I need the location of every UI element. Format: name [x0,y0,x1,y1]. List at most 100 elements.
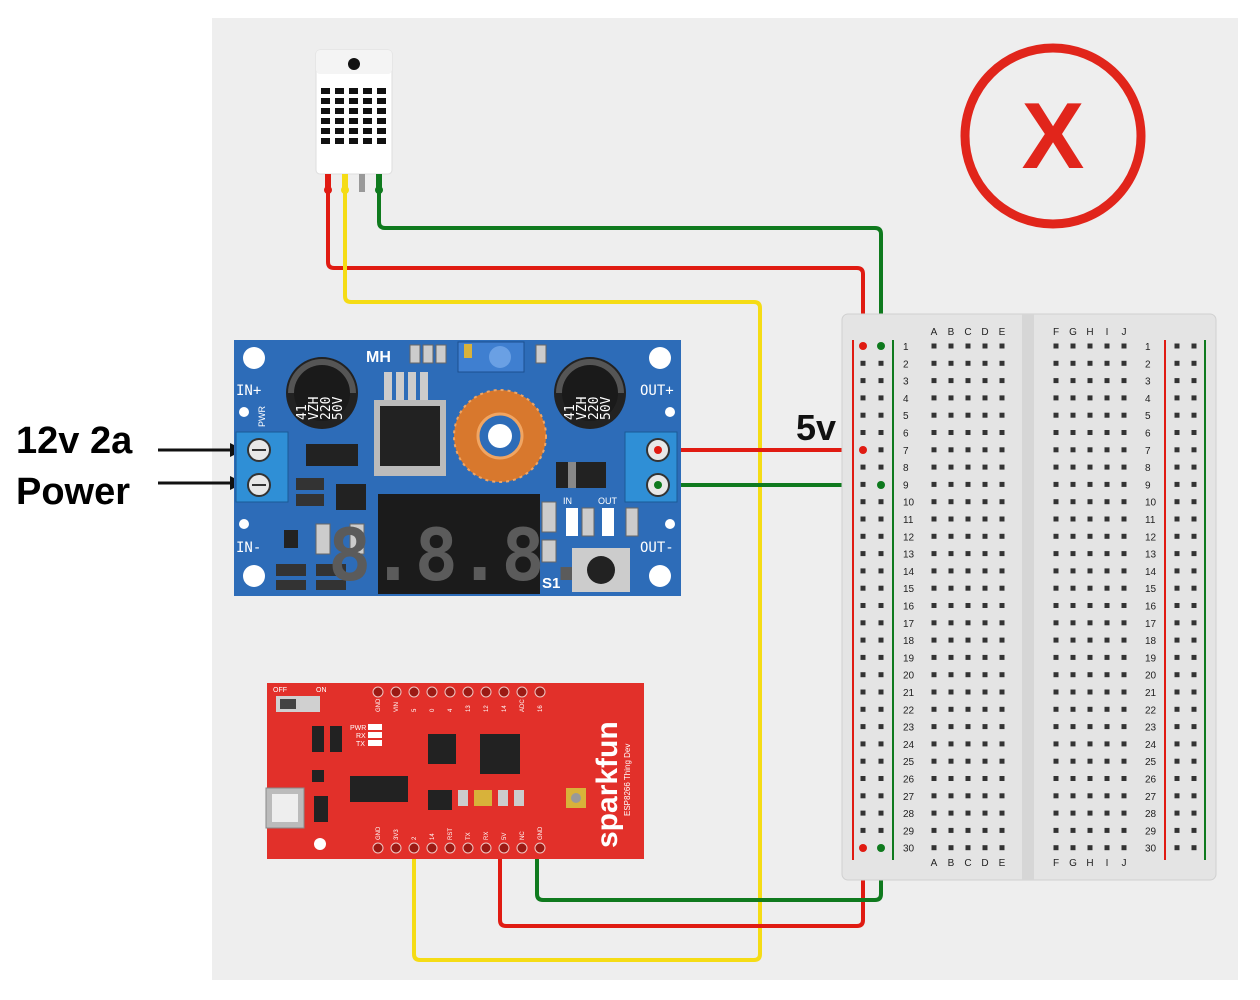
breadboard-hole [1087,689,1093,695]
breadboard-hole [999,412,1005,418]
breadboard-hole [965,343,971,349]
breadboard-hole [1053,568,1059,574]
breadboard-hole [1053,585,1059,591]
breadboard-hole [948,793,954,799]
voltage-label: 5v [796,407,836,448]
buck-display-digits: 8.8.8. [328,513,588,597]
top-pin-label: 4 [448,708,454,712]
thing-gear-icon [314,838,326,850]
breadboard-hole [1053,741,1059,747]
breadboard-hole [1087,585,1093,591]
breadboard-hole [982,776,988,781]
breadboard-hole [878,758,884,764]
breadboard-hole [999,793,1005,799]
breadboard-hole [878,395,884,401]
breadboard-hole [1087,637,1093,643]
breadboard-hole [1070,637,1076,643]
breadboard-hole [860,516,866,522]
breadboard-hole [965,499,971,505]
sensor-vent [321,128,330,134]
breadboard-hole [1104,637,1110,643]
breadboard-hole [965,551,971,557]
breadboard-hole [1191,827,1197,833]
row-number-left: 13 [903,550,915,561]
breadboard-hole [999,810,1005,816]
breadboard-hole [982,447,988,453]
breadboard-hole [1104,343,1110,349]
breadboard-hole [999,724,1005,730]
breadboard-hole [931,378,937,384]
header-pin [372,842,384,854]
breadboard-hole [999,568,1005,574]
breadboard-hole [1104,810,1110,816]
breadboard-hole [1104,447,1110,453]
breadboard-hole [948,845,954,851]
breadboard-hole [982,533,988,539]
breadboard-hole [1174,637,1180,643]
breadboard-hole [1053,499,1059,505]
breadboard-hole [948,481,954,487]
breadboard-hole [1191,845,1197,851]
breadboard-hole [982,620,988,626]
breadboard-hole [878,689,884,695]
breadboard-hole [1104,845,1110,851]
breadboard-hole [878,706,884,712]
row-number-left: 3 [903,377,909,388]
breadboard-hole [860,620,866,626]
breadboard-hole [1121,568,1127,574]
breadboard-hole [1087,776,1093,781]
breadboard-hole [1191,758,1197,764]
breadboard-hole [1191,706,1197,712]
breadboard-hole [999,395,1005,401]
breadboard-hole [1104,499,1110,505]
top-pin-label: 14 [502,705,508,712]
breadboard-hole [948,741,954,747]
breadboard-hole [948,533,954,539]
breadboard-hole [931,793,937,799]
breadboard-hole [1087,845,1093,851]
row-number-left: 12 [903,532,915,543]
breadboard-hole [1121,464,1127,470]
thing-top-header [372,686,546,698]
breadboard-hole [1191,620,1197,626]
breadboard-hole [1087,827,1093,833]
breadboard-hole [965,827,971,833]
breadboard-hole [931,533,937,539]
breadboard-hole [931,845,937,851]
row-number-left: 15 [903,584,915,595]
breadboard-hole [1053,430,1059,435]
sensor-mount-hole [348,58,360,70]
x-mark: X [960,43,1146,229]
breadboard-hole [931,516,937,522]
top-pin-label: ADC [520,699,526,712]
sensor-vent [321,108,330,114]
breadboard-hole [931,360,937,366]
buck-potentiometer [457,341,525,373]
breadboard-hole [931,412,937,418]
row-number-left: 11 [903,515,914,526]
breadboard-hole [931,689,937,695]
breadboard-hole [1087,603,1093,608]
breadboard-hole [999,845,1005,851]
breadboard-hole [948,776,954,781]
buck-led-out-label: OUT [598,496,618,506]
header-pin [408,842,420,854]
top-pin-label: 12 [484,705,490,712]
breadboard-hole [982,810,988,816]
sensor-vent [363,88,372,94]
breadboard-hole [1174,672,1180,678]
breadboard-hole [860,499,866,505]
row-number-right: 10 [1145,498,1157,509]
sensor-vent [377,98,386,104]
breadboard-hole [982,845,988,851]
header-pin [516,842,528,854]
breadboard-hole [860,568,866,574]
row-number-right: 6 [1145,429,1151,440]
breadboard-hole [999,689,1005,695]
breadboard-hole [1104,603,1110,608]
breadboard-hole [982,343,988,349]
breadboard-hole [1087,360,1093,366]
x-mark-circle [960,43,1146,229]
sensor-vent [321,98,330,104]
